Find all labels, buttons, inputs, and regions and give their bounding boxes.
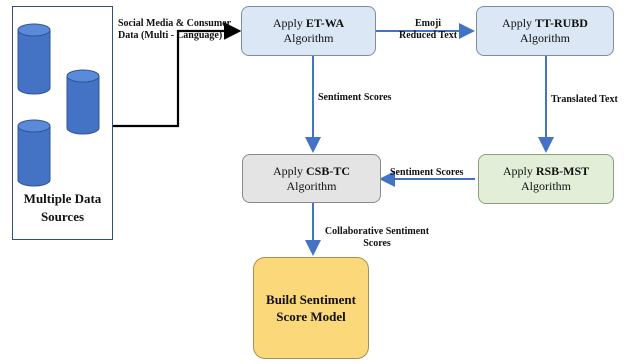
edge-label-collab-line2: Scores — [363, 238, 391, 249]
database-cylinder-icon — [17, 119, 51, 187]
node-tt-rubd-name: TT-RUBD — [535, 16, 588, 30]
edge-label-collab-line1: Collaborative Sentiment — [324, 226, 430, 237]
edge-label-sentiment-scores-2: Sentiment Scores — [390, 167, 464, 178]
node-model-line2: Score Model — [276, 309, 346, 324]
edge-label-emoji: Emoji Reduced Text — [388, 18, 468, 42]
edge-label-social-line2: Data (Multi - Language) — [118, 30, 223, 41]
node-model-line1: Build Sentiment — [266, 292, 356, 307]
edge-label-translated-text: Translated Text — [551, 94, 618, 105]
node-et-wa-suffix: Algorithm — [283, 31, 334, 45]
edge-label-social-line1: Social Media & Consumer — [118, 18, 232, 29]
node-csb-tc: Apply CSB-TC Algorithm — [242, 154, 381, 203]
edge-label-social-media: Social Media & Consumer Data (Multi - La… — [118, 18, 231, 42]
edge-label-collaborative: Collaborative Sentiment Scores — [318, 226, 436, 250]
node-et-wa-name: ET-WA — [305, 16, 345, 30]
node-rsb-mst-suffix: Algorithm — [521, 179, 571, 193]
connector-sources-to-etwa — [113, 22, 242, 128]
node-tt-rubd: Apply TT-RUBD Algorithm — [476, 6, 614, 56]
node-sentiment-score-model: Build Sentiment Score Model — [253, 257, 369, 359]
database-cylinder-icon — [17, 23, 51, 95]
database-cylinder-icon — [66, 69, 100, 135]
node-rsb-mst: Apply RSB-MST Algorithm — [478, 154, 614, 204]
node-csb-tc-name: CSB-TC — [305, 163, 350, 178]
edge-label-emoji-line1: Emoji — [414, 18, 442, 29]
sources-label: Multiple Data Sources — [12, 190, 113, 226]
sources-label-line2: Sources — [40, 209, 85, 224]
node-rsb-mst-name: RSB-MST — [535, 164, 590, 178]
node-csb-tc-suffix: Algorithm — [286, 178, 337, 193]
node-et-wa: Apply ET-WA Algorithm — [241, 6, 376, 56]
edge-label-emoji-line2: Reduced Text — [398, 30, 458, 41]
node-tt-rubd-suffix: Algorithm — [520, 31, 570, 45]
edge-label-sentiment-scores-1: Sentiment Scores — [318, 92, 392, 103]
sources-label-line1: Multiple Data — [23, 191, 102, 206]
